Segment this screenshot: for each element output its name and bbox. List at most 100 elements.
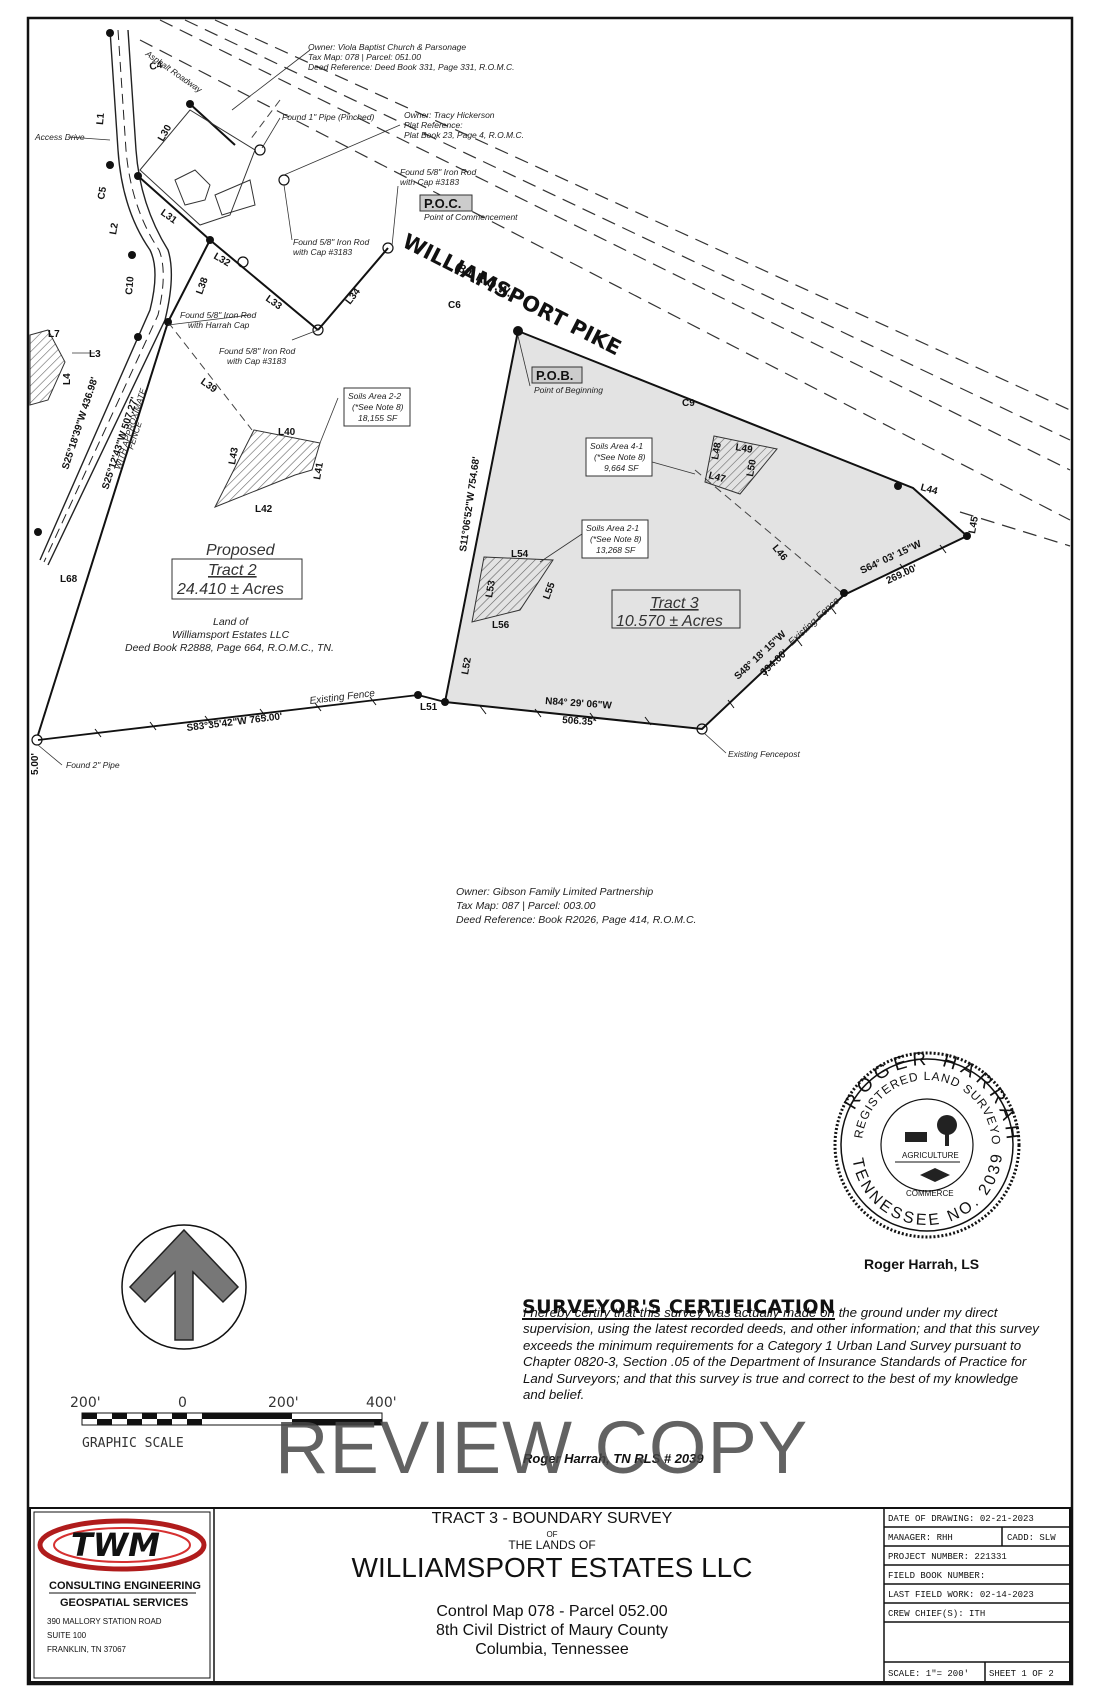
- fence-ticks: [94, 544, 947, 738]
- monument-dots: [34, 29, 971, 706]
- project-number: PROJECT NUMBER: 221331: [888, 1552, 1007, 1562]
- line-label: L56: [492, 620, 510, 631]
- soils-area-2-1: [471, 556, 554, 623]
- soils-2-2-box: [343, 387, 411, 427]
- line-label: L40: [278, 427, 296, 438]
- scale-tick: 200': [268, 1395, 299, 1411]
- leader-lines: [37, 49, 727, 766]
- line-label: L30: [156, 123, 174, 144]
- owner-hickerson-1: Owner: Tracy Hickerson: [404, 110, 495, 120]
- owner-hickerson-3: Plat Book 23, Page 4, R.O.M.C.: [404, 130, 524, 140]
- line-label: L50: [745, 458, 759, 477]
- address2: SUITE 100: [47, 1631, 87, 1640]
- soils-2-1-2: (*See Note 8): [590, 534, 642, 544]
- line-label: C4: [149, 60, 164, 73]
- soils-area-2-2: [213, 429, 321, 508]
- found-rod-c-2: with Cap #3183: [227, 356, 286, 366]
- south-boundary: [37, 694, 446, 741]
- firm-line2: GEOSPATIAL SERVICES: [60, 1597, 188, 1609]
- soils-2-2-2: (*See Note 8): [352, 402, 404, 412]
- manager: MANAGER: RHH: [888, 1533, 953, 1543]
- surveyor-name: Roger Harrah, LS: [864, 1256, 980, 1272]
- bearing-s25a: S25°18'39"W 436.98': [60, 376, 100, 471]
- line-label: L45: [967, 515, 981, 534]
- outer-border: [26, 16, 1074, 1686]
- soils-2-2-1: Soils Area 2-2: [348, 391, 401, 401]
- line-label: L42: [255, 504, 273, 515]
- title-block-frame: [29, 1507, 1071, 1683]
- field-book: FIELD BOOK NUMBER:: [888, 1571, 985, 1581]
- last-field-work: LAST FIELD WORK: 02-14-2023: [888, 1590, 1034, 1600]
- scale-value: SCALE: 1"= 200': [888, 1669, 969, 1679]
- title-block-grid: [33, 1508, 1070, 1682]
- west-boundary: [37, 103, 389, 736]
- land-of-2: Williamsport Estates LLC: [172, 629, 290, 641]
- tract3-name: Tract 3: [650, 595, 699, 612]
- seal-commerce: COMMERCE: [906, 1189, 954, 1198]
- scale-tick: 200': [70, 1395, 101, 1411]
- title-of: OF: [546, 1530, 558, 1539]
- title-line1: TRACT 3 - BOUNDARY SURVEY: [431, 1510, 673, 1527]
- owner-church-2: Tax Map: 078 | Parcel: 051.00: [308, 52, 421, 62]
- line-label: L48: [710, 441, 724, 460]
- line-label: L54: [511, 549, 529, 560]
- date-of-drawing: DATE OF DRAWING: 02-21-2023: [888, 1514, 1034, 1524]
- line-label: L1: [95, 112, 107, 125]
- bearing-n84-dist: 506.35': [562, 715, 596, 728]
- edge-dist: 5.00': [30, 753, 41, 775]
- pob-label: P.O.B.: [536, 368, 573, 383]
- pob-desc: Point of Beginning: [534, 385, 603, 395]
- road-right-of-way: [139, 19, 1071, 521]
- tract2-proposed: Proposed: [206, 542, 276, 559]
- scale-tick: 0: [178, 1395, 187, 1411]
- title-lands: THE LANDS OF: [508, 1538, 596, 1552]
- line-label: L38: [194, 276, 210, 296]
- line-label: L41: [312, 461, 326, 480]
- line-label: L68: [60, 574, 78, 585]
- bearing-s83: S83°35'42"W 765.00': [186, 711, 283, 734]
- poc-label: P.O.C.: [424, 196, 461, 211]
- land-of-3: Deed Book R2888, Page 664, R.O.M.C., TN.: [125, 642, 334, 654]
- title-city: Columbia, Tennessee: [475, 1641, 629, 1658]
- crew-chief: CREW CHIEF(S): ITH: [888, 1609, 985, 1619]
- soils-4-1-3: 9,664 SF: [604, 463, 639, 473]
- line-label: L53: [484, 579, 498, 598]
- found-rod-b-2: with Cap #3183: [293, 247, 352, 257]
- sheet-number: SHEET 1 OF 2: [989, 1669, 1054, 1679]
- tract2-name: Tract 2: [208, 562, 257, 579]
- found-rod-harrah-2: with Harrah Cap: [188, 320, 250, 330]
- soils-2-1-1: Soils Area 2-1: [586, 523, 639, 533]
- found-2-pipe: Found 2" Pipe: [66, 760, 120, 770]
- tract3-parcel: [443, 329, 969, 731]
- review-copy-watermark: REVIEW COPY: [275, 1406, 809, 1489]
- address1: 390 MALLORY STATION ROAD: [47, 1617, 162, 1626]
- line-label: L47: [707, 470, 727, 485]
- owner-church-3: Deed Reference: Deed Book 331, Page 331,…: [308, 62, 514, 72]
- line-label: L4: [62, 373, 73, 385]
- graphic-scale-label: GRAPHIC SCALE: [82, 1436, 184, 1451]
- line-label: L51: [420, 702, 438, 713]
- access-drive-label: Access Drive: [34, 132, 85, 142]
- tract3-box: [611, 589, 741, 629]
- line-label: L32: [212, 251, 233, 269]
- bearing-n84: N84° 29' 06"W: [545, 696, 613, 712]
- title-main: WILLIAMSPORT ESTATES LLC: [351, 1552, 753, 1583]
- north-arrow-icon: [121, 1224, 247, 1350]
- line-label: L7: [48, 329, 60, 340]
- graphic-scale: 200' 0 200' 400' GRAPHIC SCALE: [70, 1395, 397, 1451]
- line-label: L3: [89, 349, 101, 360]
- tract2-acres: 24.410 ± Acres: [176, 581, 284, 598]
- line-label: L39: [198, 376, 219, 395]
- line-label: L49: [734, 442, 753, 456]
- found-rod-harrah-1: Found 5/8" Iron Rod: [180, 310, 257, 320]
- certification-signature: Roger Harrah, TN RLS # 2039: [523, 1451, 704, 1466]
- owner-gibson-3: Deed Reference: Book R2026, Page 414, R.…: [456, 914, 696, 926]
- line-label: C5: [96, 186, 109, 201]
- found-rod-b-1: Found 5/8" Iron Rod: [293, 237, 370, 247]
- line-label: C9: [682, 398, 695, 409]
- scale-tick: 400': [366, 1395, 397, 1411]
- pob-box: [531, 366, 583, 384]
- firm-line1: CONSULTING ENGINEERING: [49, 1580, 201, 1592]
- soils-4-1-2: (*See Note 8): [594, 452, 646, 462]
- cadd: CADD: SLW: [1007, 1533, 1056, 1543]
